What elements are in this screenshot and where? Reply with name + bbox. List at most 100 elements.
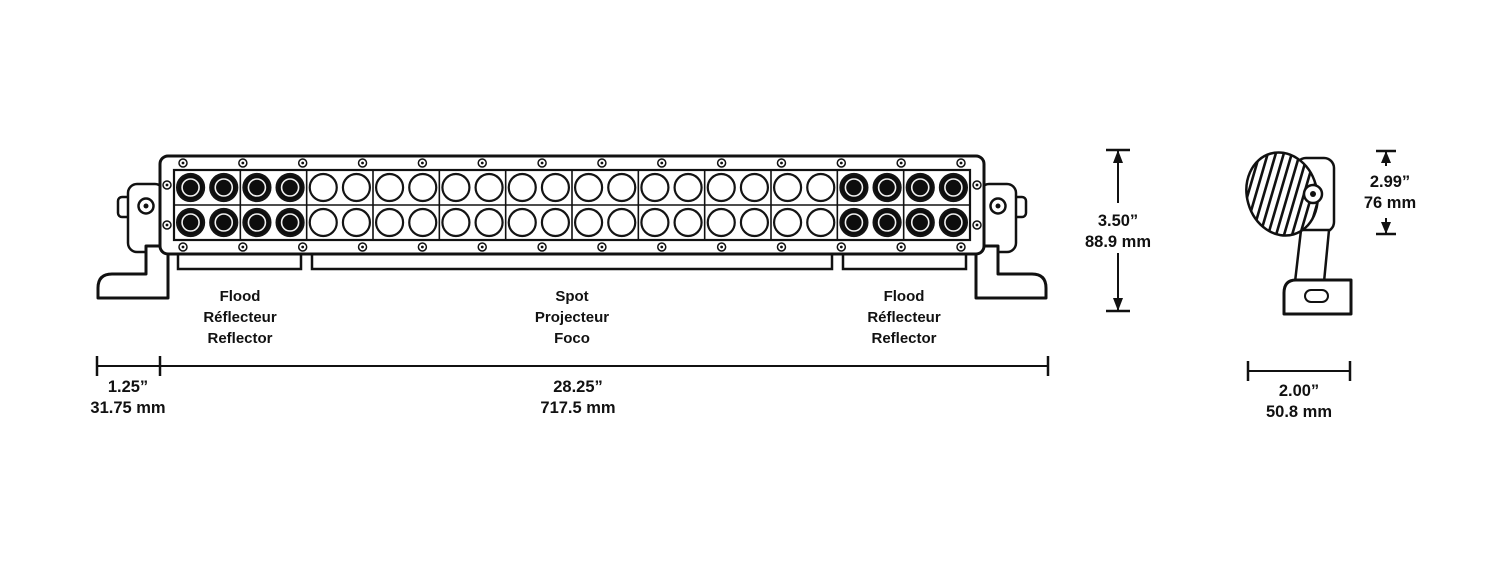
flood-led-ring — [877, 213, 897, 232]
bracket-bolt-center-right — [995, 203, 1001, 209]
screw-center — [660, 245, 664, 249]
spot-led — [507, 172, 537, 203]
mounting-bracket-left — [96, 182, 170, 300]
flood-led — [872, 207, 902, 238]
screw-center — [165, 223, 169, 227]
flood-led — [209, 207, 239, 238]
spot-led — [772, 207, 803, 238]
flood-right-label-en: Flood — [884, 288, 925, 305]
spot-led — [772, 172, 803, 203]
screw-center — [480, 161, 484, 165]
dim-side-width-in: 2.00” — [1279, 382, 1319, 400]
dim-bar-height-in: 3.50” — [1098, 212, 1138, 230]
screw-center — [241, 161, 245, 165]
spot-led — [806, 172, 836, 203]
arrow-up-icon — [1113, 150, 1123, 163]
spot-led — [540, 207, 571, 238]
flood-led — [872, 172, 902, 203]
spot-led — [374, 172, 405, 203]
spot-led — [673, 207, 703, 238]
spot-led — [540, 172, 571, 203]
dim-bar-length-in: 28.25” — [553, 378, 603, 396]
screw-center — [600, 161, 604, 165]
screw-center — [720, 161, 724, 165]
mounting-bracket-right — [974, 182, 1048, 300]
flood-led-ring — [247, 213, 267, 232]
flood-left-indicator — [176, 254, 303, 271]
spot-led — [441, 207, 471, 238]
flood-led-ring — [944, 178, 963, 197]
dim-bar-length-mm: 717.5 mm — [540, 399, 615, 417]
front-view — [96, 154, 1048, 300]
screw-center — [540, 245, 544, 249]
screw-center — [975, 223, 979, 227]
flood-left-label-es: Reflector — [207, 330, 272, 347]
flood-led — [242, 207, 272, 238]
spot-led — [573, 172, 604, 203]
side-view — [1236, 145, 1353, 316]
spot-led — [806, 207, 836, 238]
screw-center — [899, 161, 903, 165]
screw-center — [480, 245, 484, 249]
screw-center — [660, 161, 664, 165]
flood-led — [275, 207, 305, 238]
screw-center — [361, 245, 364, 249]
flood-led — [209, 172, 239, 203]
spot-led — [640, 172, 670, 203]
dim-bar-height: 3.50” 88.9 mm — [1085, 148, 1151, 313]
flood-led — [839, 207, 869, 238]
bracket-foot-left — [96, 244, 170, 300]
bracket-foot-right — [974, 244, 1048, 300]
side-pivot-bolt-center — [1310, 191, 1316, 197]
section-indicators — [176, 254, 968, 271]
led-cell-grid — [174, 170, 970, 240]
arrow-down-icon — [1113, 298, 1123, 311]
flood-led-ring — [910, 213, 930, 232]
dim-bracket-offset-in: 1.25” — [108, 378, 148, 396]
flood-right-label-fr: Réflecteur — [867, 309, 941, 326]
screw-center — [839, 161, 843, 165]
screw-center — [301, 245, 305, 249]
flood-left-label-fr: Réflecteur — [203, 309, 277, 326]
screw-center — [780, 161, 783, 165]
spot-indicator — [310, 254, 834, 271]
screw-center — [780, 245, 783, 249]
screw-center — [165, 183, 169, 187]
screw-center — [181, 161, 185, 165]
flood-led-ring — [214, 178, 234, 197]
arrow-up-icon — [1381, 151, 1391, 163]
flood-led-ring — [910, 178, 930, 197]
screw-center — [361, 161, 364, 165]
spot-led — [408, 207, 438, 238]
flood-led-ring — [844, 178, 864, 197]
flood-led-ring — [280, 178, 300, 197]
screw-center — [241, 245, 245, 249]
spot-led — [673, 172, 703, 203]
flood-led — [938, 172, 969, 203]
spot-label-en: Spot — [555, 288, 588, 305]
screw-center — [839, 245, 843, 249]
spot-led — [474, 207, 504, 238]
spot-led — [706, 172, 736, 203]
spot-led — [374, 207, 405, 238]
dim-side-width-mm: 50.8 mm — [1266, 403, 1332, 421]
screw-center — [420, 161, 424, 165]
spot-led — [706, 207, 736, 238]
screw-center — [975, 183, 979, 187]
flood-led — [938, 207, 969, 238]
screw-center — [420, 245, 424, 249]
led-array — [175, 172, 969, 238]
flood-left-label-en: Flood — [220, 288, 261, 305]
dimensions: 3.50” 88.9 mm 1.25” 31.75 mm 28.25” 717.… — [90, 148, 1416, 421]
screw-center — [540, 161, 544, 165]
dim-bracket-offset-mm: 31.75 mm — [90, 399, 165, 417]
side-bracket-arm — [1293, 228, 1331, 284]
flood-led — [175, 207, 206, 238]
flood-led — [905, 207, 935, 238]
spot-led — [640, 207, 670, 238]
flood-led-ring — [181, 178, 200, 197]
flood-led — [275, 172, 305, 203]
spot-led — [341, 207, 372, 238]
spot-led — [474, 172, 504, 203]
